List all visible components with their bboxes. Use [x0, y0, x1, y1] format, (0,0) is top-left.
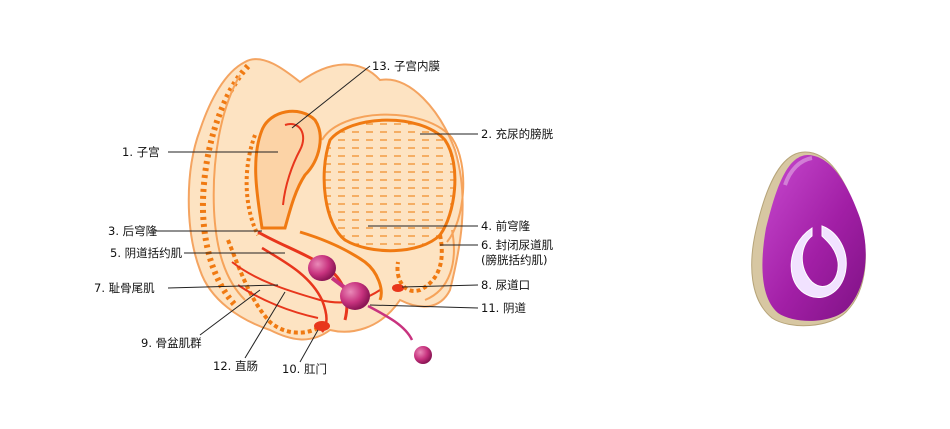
label-7: 7. 耻骨尾肌 [94, 281, 155, 295]
label-5: 5. 阴道括约肌 [110, 246, 183, 260]
label-11: 11. 阴道 [481, 301, 526, 315]
label-8: 8. 尿道口 [481, 278, 531, 292]
label-1: 1. 子宫 [122, 145, 160, 159]
label-6b: (膀胱括约肌) [481, 253, 548, 267]
rectum [226, 239, 319, 335]
label-2: 2. 充尿的膀胱 [481, 127, 554, 141]
label-12: 12. 直肠 [213, 359, 258, 373]
label-13: 13. 子宫内膜 [372, 59, 440, 73]
purple-teardrop-vibrator-icon [751, 151, 866, 327]
urethral-opening [392, 284, 404, 292]
label-9: 9. 骨盆肌群 [141, 336, 202, 350]
leader-lines [152, 65, 479, 363]
label-10: 10. 肛门 [282, 362, 327, 376]
urethral-sphincter [395, 234, 444, 293]
kegel-balls-icon [308, 255, 432, 364]
anus [314, 321, 330, 331]
label-6a: 6. 封闭尿道肌 [481, 238, 554, 252]
label-4: 4. 前穹隆 [481, 219, 531, 233]
label-3: 3. 后穹隆 [108, 224, 158, 238]
bladder [322, 118, 457, 253]
